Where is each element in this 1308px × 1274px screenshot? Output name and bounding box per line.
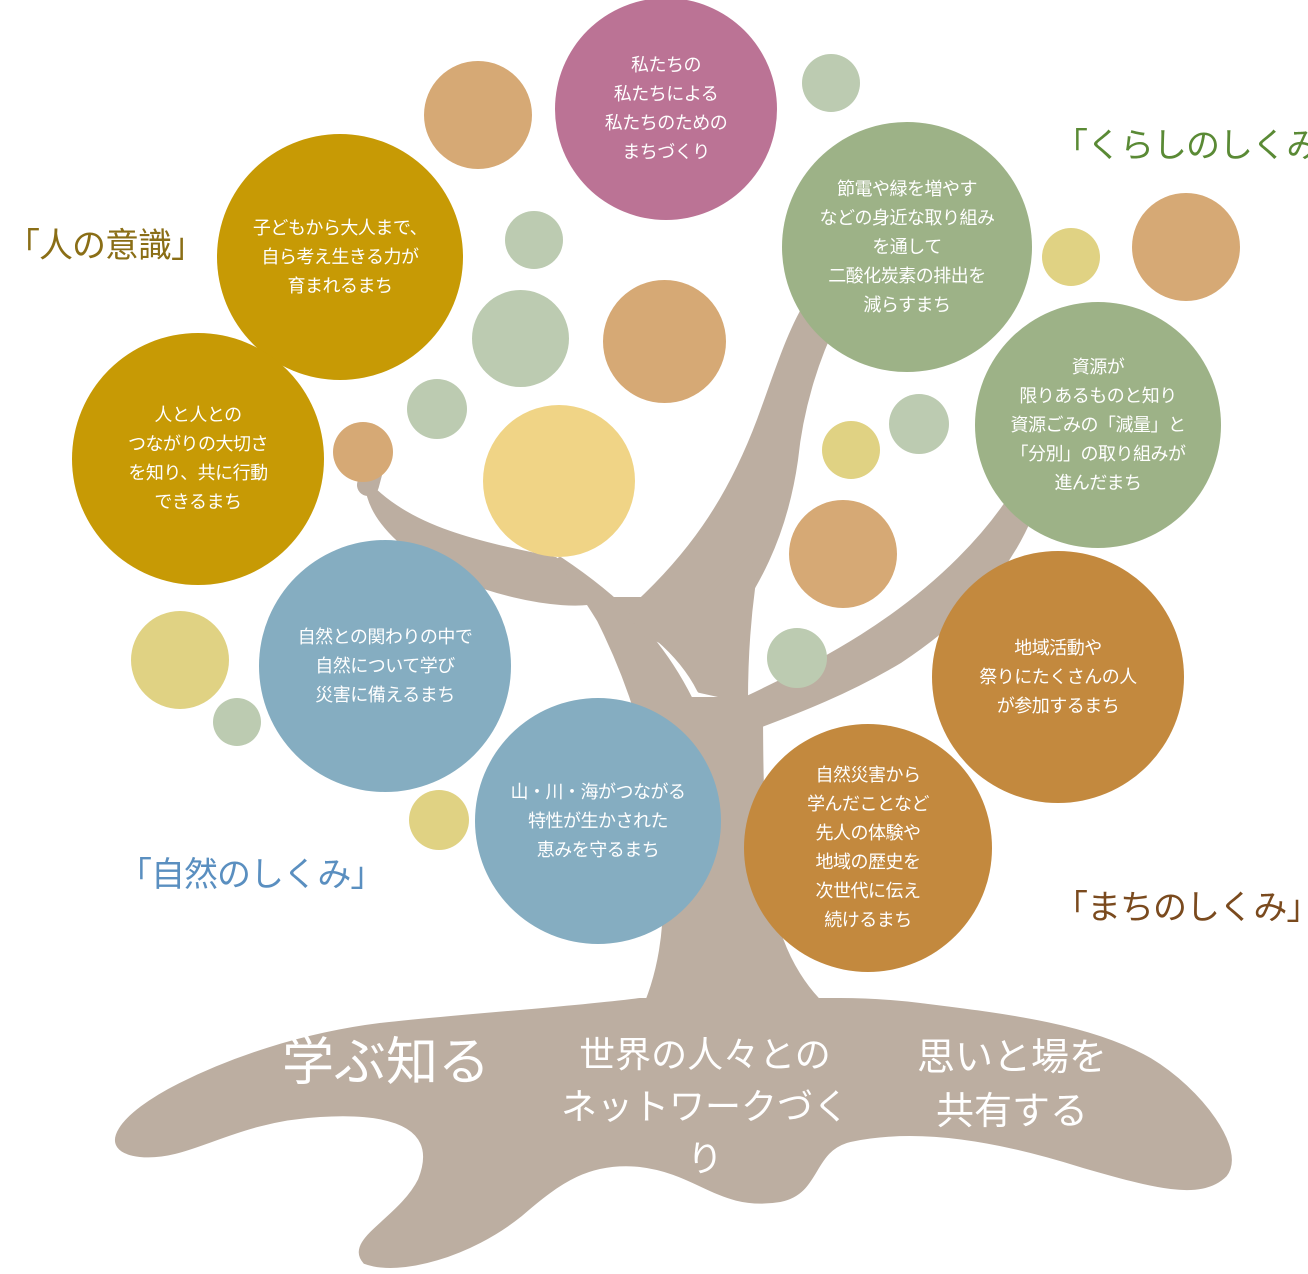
circle-center-town-planning: 私たちの 私たちによる 私たちのための まちづくり [555,0,777,220]
decorative-dot [889,394,949,454]
circle-text: 子どもから大人まで、 自ら考え生きる力が 育まれるまち [252,217,428,297]
circle-children-growth: 子どもから大人まで、 自ら考え生きる力が 育まれるまち [217,134,463,380]
decorative-dot [131,611,229,709]
decorative-dot [603,280,726,403]
heading-town-system: 「まちのしくみ」 [1054,888,1308,928]
decorative-dot [213,698,261,746]
decorative-dot [1132,193,1240,301]
circle-history-transmission: 自然災害から 学んだことなど 先人の体験や 地域の歴史を 次世代に伝え 続けるま… [744,724,992,972]
decorative-dot [1042,228,1100,286]
circle-resource-recycling: 資源が 限りあるものと知り 資源ごみの「減量」と 「分別」の取り組みが 進んだま… [975,302,1221,548]
circle-mountain-river-sea: 山・川・海がつながる 特性が生かされた 恵みを守るまち [475,698,721,944]
circle-text: 山・川・海がつながる 特性が生かされた 恵みを守るまち [510,781,687,861]
heading-human-awareness: 「人の意識」 [6,226,205,266]
decorative-dot [802,54,860,112]
decorative-dot [789,500,897,608]
circle-text: 自然災害から 学んだことなど 先人の体験や 地域の歴史を 次世代に伝え 続けるま… [807,765,929,931]
circle-text: 自然との関わりの中で 自然について学び 災害に備えるまち [297,626,473,706]
circle-text: 私たちの 私たちによる 私たちのための まちづくり [604,55,728,163]
circle-nature-disaster: 自然との関わりの中で 自然について学び 災害に備えるまち [259,540,511,792]
circle-community-activity: 地域活動や 祭りにたくさんの人 が参加するまち [932,551,1184,803]
decorative-dot [333,422,393,482]
circle-text: 地域活動や 祭りにたくさんの人 が参加するまち [979,637,1137,717]
decorative-dot [409,790,469,850]
decorative-dot [505,211,563,269]
circle-people-connection: 人と人との つながりの大切さ を知り、共に行動 できるまち [72,333,324,585]
circle-text: 節電や緑を増やす などの身近な取り組み を通して 二酸化炭素の排出を 減らすまち [819,178,996,316]
decorative-dot [822,421,880,479]
heading-living-system: 「くらしのしくみ」 [1054,126,1308,166]
decorative-dot [424,61,532,169]
circle-text: 人と人との つながりの大切さ を知り、共に行動 できるまち [128,405,269,513]
circle-energy-saving: 節電や緑を増やす などの身近な取り組み を通して 二酸化炭素の排出を 減らすまち [782,122,1032,372]
decorative-dot [472,290,569,387]
root-label-network: 世界の人々との ネットワークづくり [560,1035,849,1180]
decorative-dot [767,628,827,688]
heading-nature-system: 「自然のしくみ」 [118,855,384,895]
circle-text: 資源が 限りあるものと知り 資源ごみの「減量」と 「分別」の取り組みが 進んだま… [1010,356,1187,494]
decorative-dot [483,405,635,557]
root-label-learn: 学ぶ知る [281,1033,490,1093]
root-label-share: 思いと場を 共有する [916,1035,1107,1133]
decorative-dot [407,379,467,439]
